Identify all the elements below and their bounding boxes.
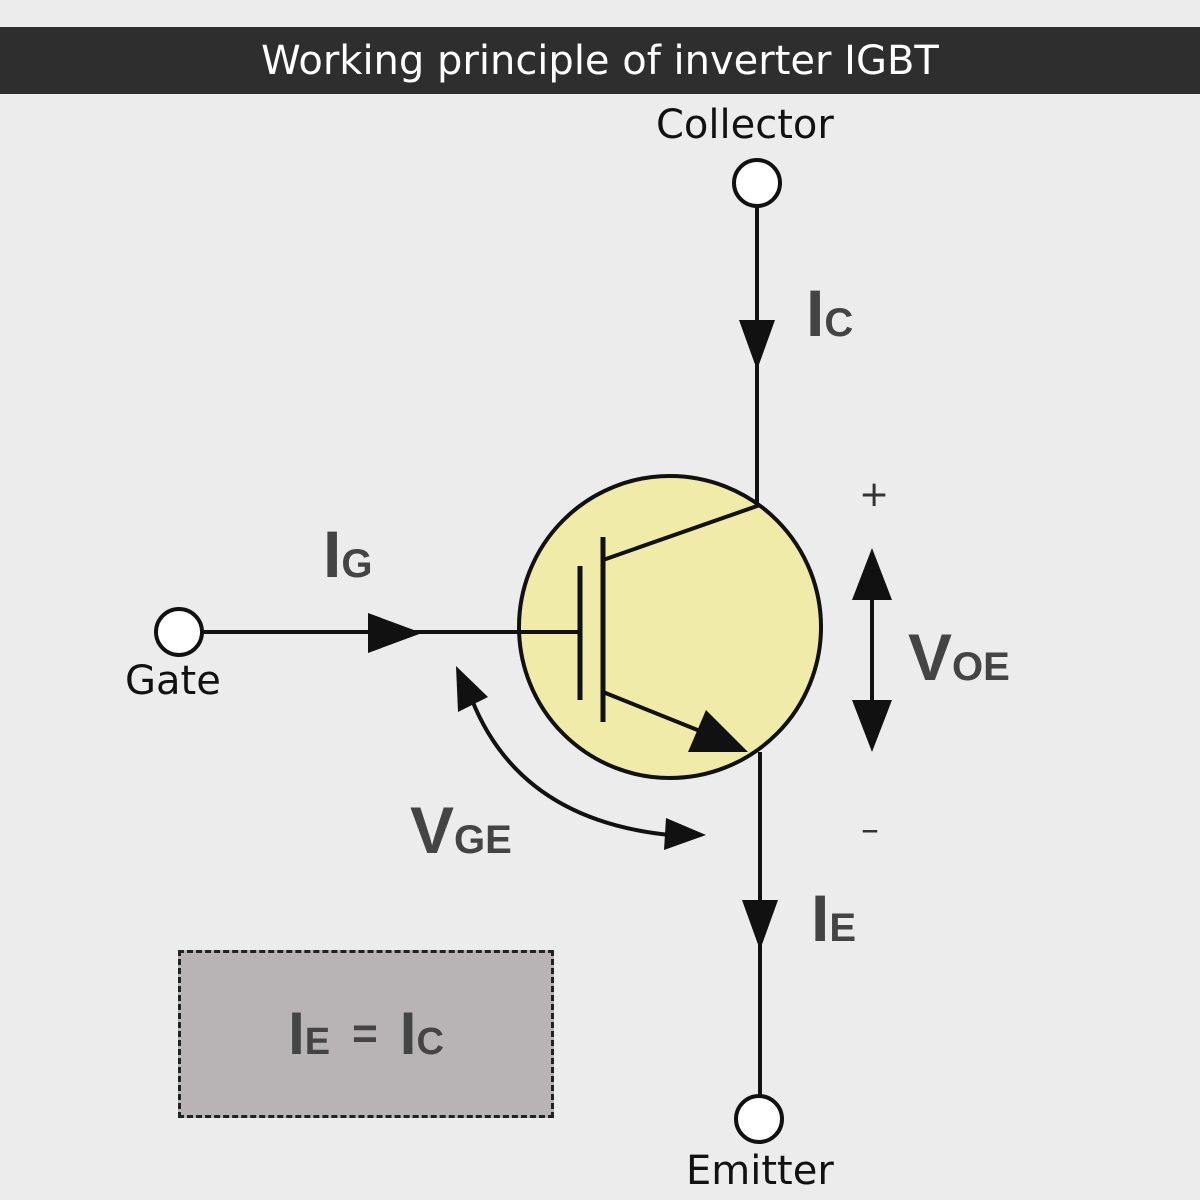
vge-label: VGE bbox=[410, 793, 512, 867]
vge-arc bbox=[470, 699, 671, 837]
voe-arrow-down bbox=[852, 700, 892, 752]
emitter-arrow-head bbox=[688, 710, 748, 752]
formula-box: IE = IC bbox=[178, 950, 554, 1118]
emitter-label: Emitter bbox=[686, 1148, 834, 1194]
collector-label: Collector bbox=[656, 102, 834, 148]
voe-arrow-up bbox=[852, 548, 892, 600]
vge-arrow-right bbox=[664, 818, 706, 850]
title-bar: Working principle of inverter IGBT bbox=[0, 27, 1200, 94]
vge-arrow-top bbox=[456, 666, 488, 712]
gate-label: Gate bbox=[125, 658, 221, 704]
collector-terminal bbox=[732, 158, 782, 208]
formula-rhs: IC bbox=[399, 1000, 444, 1067]
minus-sign: – bbox=[861, 809, 879, 850]
ie-label: IE bbox=[811, 881, 857, 955]
gate-terminal bbox=[154, 607, 204, 657]
collector-inner-line bbox=[602, 503, 761, 562]
ic-label: IC bbox=[806, 276, 854, 350]
transistor-body bbox=[517, 474, 823, 780]
emitter-inner-line bbox=[602, 690, 706, 735]
emitter-terminal bbox=[734, 1094, 784, 1144]
gate-current-arrow bbox=[368, 613, 422, 653]
ig-label: IG bbox=[323, 517, 373, 591]
formula-lhs: IE bbox=[288, 1000, 331, 1067]
plus-sign: + bbox=[859, 474, 890, 515]
voe-label: VOE bbox=[908, 620, 1010, 694]
formula-equals: = bbox=[352, 1009, 378, 1058]
collector-current-arrow bbox=[739, 320, 775, 370]
emitter-current-arrow bbox=[742, 900, 778, 950]
page-title: Working principle of inverter IGBT bbox=[261, 37, 939, 84]
